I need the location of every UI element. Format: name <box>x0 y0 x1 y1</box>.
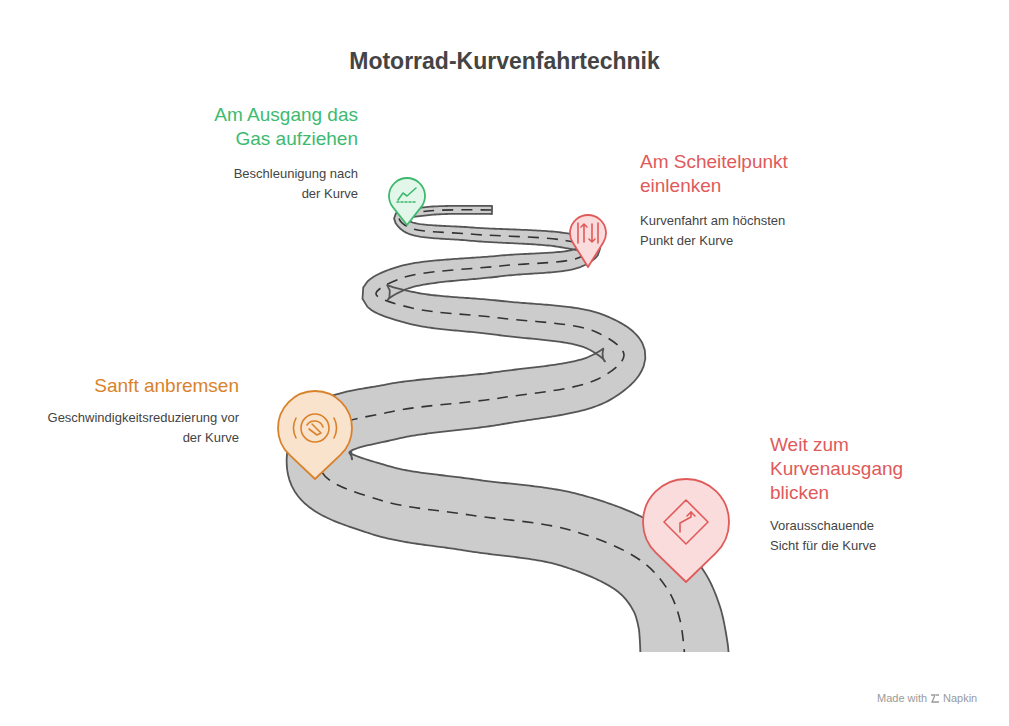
step-heading: Am Ausgang das Gas aufziehen <box>198 103 358 151</box>
location-pin: Sanft anbremsenGeschwindigkeitsreduzieru… <box>276 389 354 481</box>
icon-stroke <box>294 418 296 438</box>
winding-road <box>287 206 810 692</box>
icon-stroke <box>398 188 416 200</box>
pin-icon <box>294 414 337 442</box>
icon-stroke <box>664 500 708 544</box>
pin-outline <box>278 391 352 479</box>
road-surface <box>287 206 729 663</box>
diagram-title: Motorrad-Kurvenfahrtechnik <box>0 48 1009 75</box>
step-description: Beschleunigung nach der Kurve <box>228 164 358 204</box>
location-pin: Am Ausgang das Gas aufziehenBeschleunigu… <box>387 176 427 227</box>
icon-stroke <box>307 421 323 435</box>
pin-icon <box>397 188 417 202</box>
step-heading: Am Scheitelpunkt einlenken <box>640 150 815 198</box>
logo-mark <box>931 695 939 702</box>
icon-stroke <box>680 512 691 532</box>
road-cut <box>560 652 810 692</box>
icon-stroke <box>578 223 598 243</box>
watermark: Made with <box>877 692 927 704</box>
watermark: Napkin <box>943 692 977 704</box>
pin-outline <box>643 479 729 582</box>
icon-stroke <box>301 414 329 442</box>
pin-outline <box>570 215 606 267</box>
step-description: Kurvenfahrt am höchsten Punkt der Kurve <box>640 211 815 251</box>
pin-shape <box>568 213 608 269</box>
pin-shape <box>641 477 731 584</box>
step-heading: Weit zum Kurvenausgang blicken <box>770 433 920 505</box>
pin-shape <box>276 389 354 481</box>
pin-icon <box>578 223 598 243</box>
icon-stroke <box>687 512 695 516</box>
location-pin: Am Scheitelpunkt einlenkenKurvenfahrt am… <box>568 213 608 269</box>
pin-icon <box>664 500 708 544</box>
icon-stroke <box>589 224 595 242</box>
step-description: Vorausschauende Sicht für die Kurve <box>770 516 900 556</box>
location-pin: Weit zum Kurvenausgang blickenVorausscha… <box>641 477 731 584</box>
icon-stroke <box>334 418 336 438</box>
step-description: Geschwindigkeitsreduzierung vor der Kurv… <box>34 408 239 448</box>
icon-stroke <box>397 201 417 203</box>
step-heading: Sanft anbremsen <box>39 374 239 398</box>
icon-stroke <box>581 224 587 242</box>
pin-shape <box>387 176 427 227</box>
pin-outline <box>389 178 425 225</box>
napkin-logo <box>931 695 939 702</box>
road-centerline <box>319 210 685 660</box>
